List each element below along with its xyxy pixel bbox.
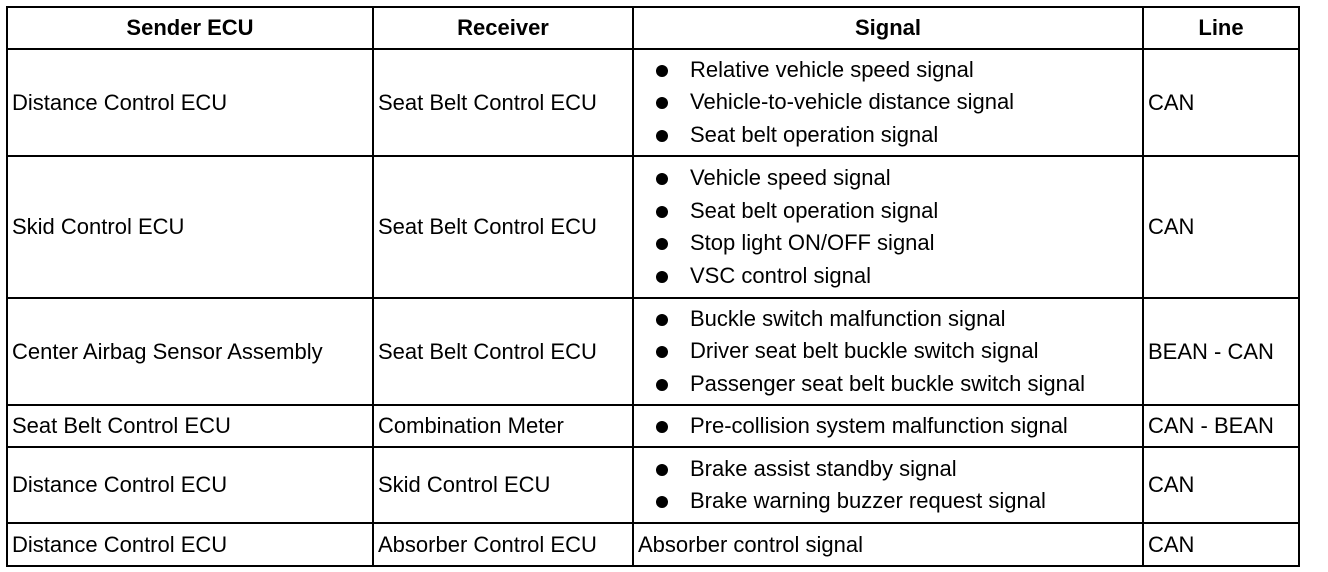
sender-cell: Distance Control ECU xyxy=(6,522,374,567)
header-line: Line xyxy=(1142,6,1300,50)
bullet-icon xyxy=(656,378,668,391)
signal-cell: Relative vehicle speed signal Vehicle-to… xyxy=(632,48,1144,157)
signal-item: Brake warning buzzer request signal xyxy=(656,485,1142,518)
bullet-icon xyxy=(656,270,668,283)
receiver-cell: Combination Meter xyxy=(372,404,634,448)
table-row: Seat Belt Control ECU Combination Meter … xyxy=(6,404,1300,448)
bullet-icon xyxy=(656,346,668,359)
bullet-icon xyxy=(656,313,668,326)
signal-cell: Vehicle speed signal Seat belt operation… xyxy=(632,155,1144,299)
signal-item: VSC control signal xyxy=(656,260,1142,293)
table-row: Skid Control ECU Seat Belt Control ECU V… xyxy=(6,155,1300,299)
signal-list: Relative vehicle speed signal Vehicle-to… xyxy=(656,54,1142,152)
signal-item: Vehicle-to-vehicle distance signal xyxy=(656,86,1142,119)
table-row: Distance Control ECU Absorber Control EC… xyxy=(6,522,1300,567)
signal-cell: Pre-collision system malfunction signal xyxy=(632,404,1144,448)
table-row: Distance Control ECU Skid Control ECU Br… xyxy=(6,446,1300,524)
sender-cell: Skid Control ECU xyxy=(6,155,374,299)
receiver-cell: Skid Control ECU xyxy=(372,446,634,524)
signal-item: Stop light ON/OFF signal xyxy=(656,227,1142,260)
header-receiver: Receiver xyxy=(372,6,634,50)
ecu-communication-table: Sender ECU Receiver Signal Line Distance… xyxy=(6,6,1300,567)
receiver-cell: Seat Belt Control ECU xyxy=(372,48,634,157)
header-signal: Signal xyxy=(632,6,1144,50)
signal-cell: Absorber control signal xyxy=(632,522,1144,567)
receiver-cell: Seat Belt Control ECU xyxy=(372,155,634,299)
line-cell: CAN xyxy=(1142,155,1300,299)
receiver-cell: Absorber Control ECU xyxy=(372,522,634,567)
header-sender: Sender ECU xyxy=(6,6,374,50)
signal-cell: Buckle switch malfunction signal Driver … xyxy=(632,297,1144,406)
bullet-icon xyxy=(656,97,668,110)
line-cell: CAN - BEAN xyxy=(1142,404,1300,448)
table-row: Center Airbag Sensor Assembly Seat Belt … xyxy=(6,297,1300,406)
signal-list: Pre-collision system malfunction signal xyxy=(656,410,1142,443)
signal-item: Relative vehicle speed signal xyxy=(656,54,1142,87)
signal-item: Driver seat belt buckle switch signal xyxy=(656,335,1142,368)
line-cell: CAN xyxy=(1142,48,1300,157)
sender-cell: Distance Control ECU xyxy=(6,446,374,524)
sender-cell: Center Airbag Sensor Assembly xyxy=(6,297,374,406)
signal-item: Seat belt operation signal xyxy=(656,119,1142,152)
header-row: Sender ECU Receiver Signal Line xyxy=(6,6,1300,50)
bullet-icon xyxy=(656,463,668,476)
line-cell: CAN xyxy=(1142,446,1300,524)
bullet-icon xyxy=(656,205,668,218)
signal-list: Buckle switch malfunction signal Driver … xyxy=(656,303,1142,401)
signal-item: Pre-collision system malfunction signal xyxy=(656,410,1142,443)
signal-list: Brake assist standby signal Brake warnin… xyxy=(656,453,1142,518)
signal-item: Vehicle speed signal xyxy=(656,162,1142,195)
bullet-icon xyxy=(656,420,668,433)
bullet-icon xyxy=(656,496,668,508)
line-cell: CAN xyxy=(1142,522,1300,567)
signal-item: Passenger seat belt buckle switch signal xyxy=(656,368,1142,401)
signal-item: Seat belt operation signal xyxy=(656,195,1142,228)
table-row: Distance Control ECU Seat Belt Control E… xyxy=(6,48,1300,157)
signal-cell: Brake assist standby signal Brake warnin… xyxy=(632,446,1144,524)
signal-item: Brake assist standby signal xyxy=(656,453,1142,486)
bullet-icon xyxy=(656,129,668,142)
receiver-cell: Seat Belt Control ECU xyxy=(372,297,634,406)
sender-cell: Distance Control ECU xyxy=(6,48,374,157)
bullet-icon xyxy=(656,238,668,250)
bullet-icon xyxy=(656,173,668,185)
sender-cell: Seat Belt Control ECU xyxy=(6,404,374,448)
bullet-icon xyxy=(656,64,668,77)
line-cell: BEAN - CAN xyxy=(1142,297,1300,406)
signal-item: Buckle switch malfunction signal xyxy=(656,303,1142,336)
signal-list: Vehicle speed signal Seat belt operation… xyxy=(656,162,1142,292)
